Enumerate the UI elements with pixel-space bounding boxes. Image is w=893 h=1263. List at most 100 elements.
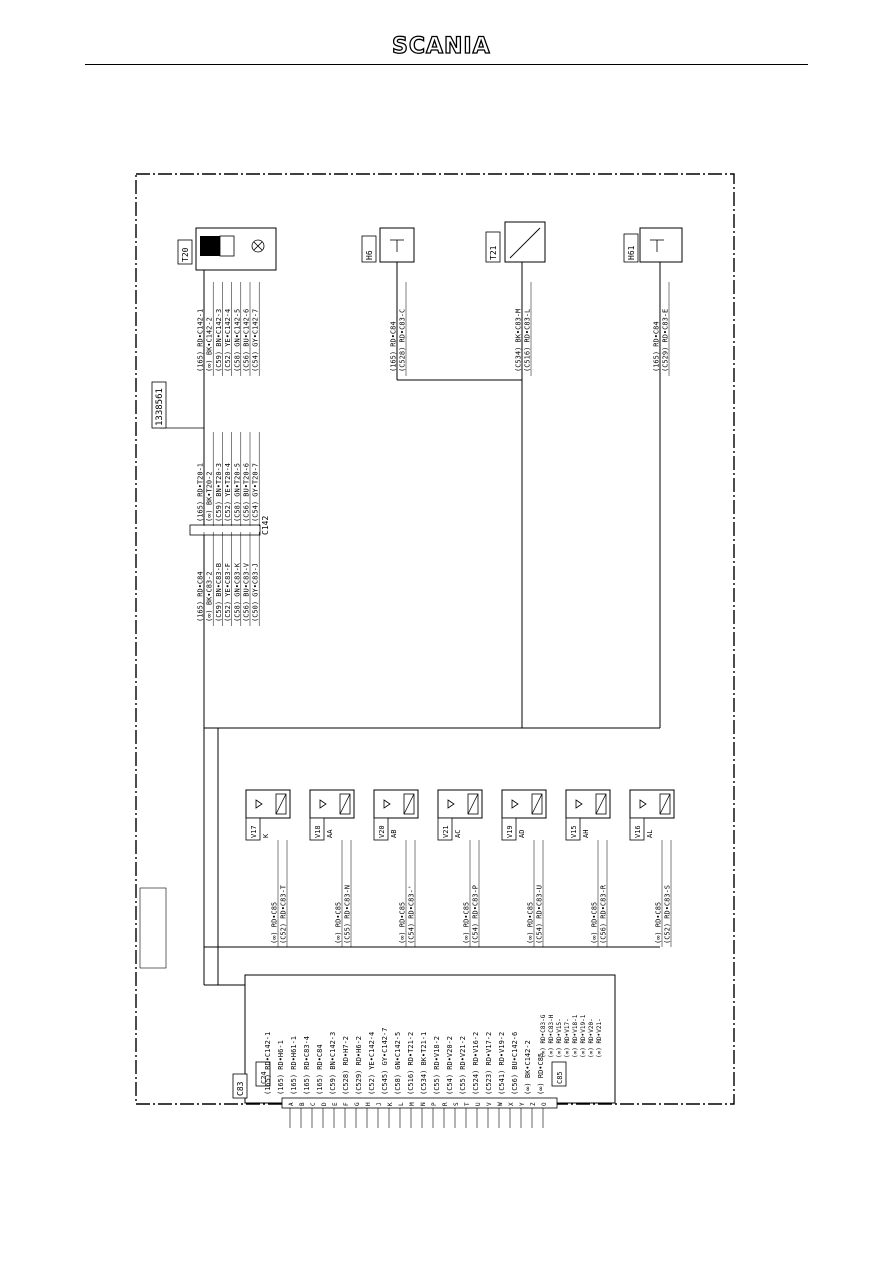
valve-wire-label: (C55) RD•C83-N (344, 885, 352, 944)
valve-wire-label: (C54) RD•C83-' (408, 885, 416, 944)
valve-wire-label: (C54) RD•C83-P (472, 885, 480, 944)
h61-wire-label: (165) RD•C84 (653, 321, 661, 372)
c83-pin-label: F (343, 1102, 350, 1106)
valve-tag-label: AH (582, 830, 590, 838)
component-h6: H6 (361, 227, 415, 263)
t20-wire-label: (C52) YE•C142-4 (224, 309, 232, 372)
splice-c142: C142 (189, 516, 270, 536)
c83-pin-label: O (541, 1102, 548, 1106)
c83-pin-label: C (310, 1102, 317, 1106)
valve-v20: V20 AB (∞) RD•C85(C54) RD•C83-' (373, 789, 419, 947)
valve-id-label: V21 (442, 825, 450, 838)
valve-wire-label: (∞) RD•C85 (335, 902, 343, 944)
t20-wire-label: (C54) GY•C142-7 (252, 309, 260, 372)
valve-tag-label: K (262, 833, 270, 838)
c85-wire-label: (∞) RD•V15- (556, 1018, 563, 1058)
valve-id-label: V15 (570, 825, 578, 838)
c83-pin-label: B (299, 1102, 306, 1106)
c142-right-wire-label: (165) RD•T20-1 (197, 463, 205, 522)
c83-pin-label: M (409, 1102, 416, 1106)
c85-wire-label: (∞) RD•V21- (596, 1018, 603, 1058)
c83-wire-label: (C524) RD•V16-2 (472, 1032, 480, 1095)
t21-wire-label: (C516) RD•C83-L (524, 309, 532, 372)
c83-pin-label: A (288, 1102, 295, 1106)
c83-wire-label: (C529) RD•H6-2 (355, 1036, 363, 1095)
c83-wire-label: (C516) RD•T21-2 (407, 1032, 415, 1095)
c142-right-wire-label: (C58) GN•T20-5 (233, 463, 241, 522)
page-header: SCANIA (0, 0, 893, 70)
t21-wire-label: (C534) BK•C83-M (515, 309, 523, 372)
c83-pin-label: D (321, 1102, 328, 1106)
c142-left-wire-label: (C58) GN•C83-K (233, 562, 241, 622)
valve-id-label: V17 (250, 825, 258, 838)
valve-id-label: V16 (634, 825, 642, 838)
svg-text:1338561: 1338561 (155, 388, 165, 426)
c142-left-wire-label: (C56) BU•C83-V (243, 562, 251, 622)
c83-wire-label: (C59) BN•C142-3 (329, 1032, 337, 1095)
valve-v19: V19 AD (∞) RD•C85(C54) RD•C83-U (501, 789, 547, 947)
valve-tag-label: AB (390, 830, 398, 838)
svg-text:C24: C24 (260, 1071, 268, 1084)
h61-wire-label: (C529) RD•C83-E (662, 309, 670, 372)
c83-pin-label: H (365, 1102, 372, 1106)
c83-pin-label: J (376, 1102, 383, 1106)
c83-pin-label: R (442, 1102, 449, 1106)
svg-text:C83: C83 (236, 1081, 245, 1096)
c83-pin-label: P (431, 1102, 438, 1106)
valve-wire-label: (∞) RD•C85 (271, 902, 279, 944)
valve-wire-label: (∞) RD•C85 (591, 902, 599, 944)
wire-label-layer: (165) RD•C142-1 (∞) BK•C142-2 (C59) BN•C14… (197, 282, 670, 1095)
valve-id-label: V20 (378, 825, 386, 838)
c85-wire-label: (∞) RD•V17- (564, 1018, 571, 1058)
c83-pin-label: K (387, 1102, 394, 1106)
c83-wire-label: (C541) RD•V19-2 (498, 1032, 506, 1095)
note-box (139, 887, 167, 969)
svg-text:T20: T20 (181, 247, 190, 262)
valve-wire-label: (C52) RD•C83-T (280, 884, 288, 944)
component-t21: T21 (485, 221, 546, 263)
valve-wire-label: (∞) RD•C85 (399, 902, 407, 944)
t20-wire-label: (165) RD•C142-1 (197, 309, 205, 372)
valve-v15: V15 AH (∞) RD•C85(C56) RD•C83-R (565, 789, 611, 947)
c83-wire-label: (C55) RD•V18-2 (433, 1036, 441, 1095)
c83-wire-label: (C528) RD•H7-2 (342, 1036, 350, 1095)
c85-wire-label: (∞) RD•C83-G (540, 1014, 547, 1058)
svg-text:T21: T21 (489, 245, 498, 260)
c83-pin-label: Z (530, 1102, 537, 1106)
valve-wire-label: (∞) RD•C85 (527, 902, 535, 944)
component-h61: H61 (623, 227, 683, 263)
connector-c83: C83 C24 C85 (232, 974, 616, 1128)
c83-pin-label: W (497, 1102, 504, 1106)
c83-wire-label: (∞) BK•C142-2 (524, 1040, 532, 1095)
c142-left-wire-label: (C59) BN•C83-B (215, 563, 223, 622)
c142-right-wire-label: (C59) BN•T20-3 (215, 463, 223, 522)
valve-tag-label: AD (518, 830, 526, 838)
scania-logo: SCANIA (391, 33, 491, 59)
c142-right-wire-label: (C56) BU•T20-6 (243, 463, 251, 522)
c83-wire-label: (165) RD•H61-1 (290, 1036, 298, 1095)
t20-wire-label: (C59) BN•C142-3 (215, 309, 223, 372)
valve-id-label: V19 (506, 825, 514, 838)
c83-pin-label: N (420, 1102, 427, 1106)
c83-pin-label: X (508, 1102, 515, 1106)
valve-wire-label: (C54) RD•C83-U (536, 885, 544, 944)
reference-code: 1338561 (151, 381, 167, 429)
c142-left-wire-label: (C52) YE•C83-F (224, 563, 232, 622)
svg-text:C142: C142 (261, 516, 270, 535)
c83-pin-label: T (464, 1102, 471, 1106)
c83-pin-label: G (354, 1102, 361, 1106)
c83-wire-label: (165) RD•C142-1 (264, 1032, 272, 1095)
svg-text:H61: H61 (627, 245, 636, 260)
svg-text:C85: C85 (556, 1071, 564, 1084)
valve-wire-label: (C56) RD•C83-R (600, 884, 608, 944)
c83-wire-label: (C534) BK•T21-1 (420, 1032, 428, 1095)
c83-wire-label: (165) RD•C83-4 (303, 1036, 311, 1095)
h6-wire-label: (C528) RD•C83-C (399, 309, 407, 372)
